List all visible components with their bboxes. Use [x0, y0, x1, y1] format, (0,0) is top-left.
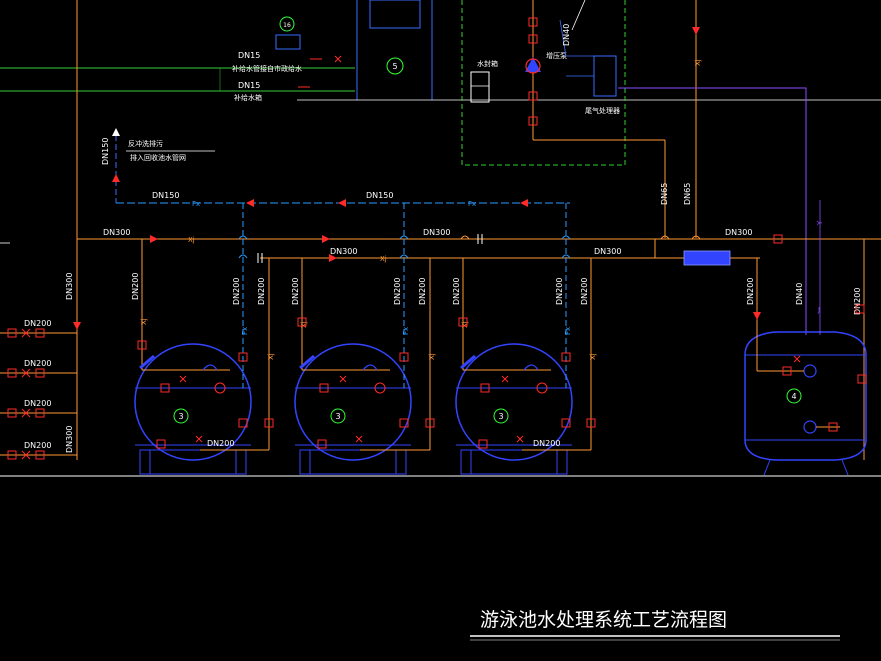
drawing-title: 游泳池水处理系统工艺流程图 [480, 609, 727, 631]
label-dn300-vertical-lower: DN300 [65, 426, 74, 453]
note-makeup-a: 补给水管接自市政给水 [232, 64, 302, 73]
label-dn200-tank-b: DN200 [853, 288, 862, 315]
equipment-16: 16 [275, 16, 301, 50]
note-backwash-drain: 反冲洗排污 [128, 139, 163, 148]
balloon-tank: 4 [791, 392, 796, 401]
label-dn200-left-3: DN200 [24, 399, 51, 408]
label-dn300-right-lower: DN300 [594, 247, 621, 256]
pump-enclosure [461, 0, 626, 166]
backwash-riser: DN150 反冲洗排污 排入回收池水管网 DN150 DN150 Fx Fx [101, 128, 570, 208]
label-dn40-right: DN40 [795, 283, 804, 305]
code-fx-b: Fx [468, 200, 476, 208]
code-xj-f3-out: Xj [589, 353, 597, 360]
drawing-title-block: 游泳池水处理系统工艺流程图 [470, 609, 840, 641]
label-dn300-main-left: DN300 [103, 228, 130, 237]
right-riser: Xj DN65 DN65 [660, 0, 702, 238]
code-fx-f2: Fx [402, 327, 410, 335]
code-j-tank: J [817, 306, 820, 314]
filter-1: 3 DN200 DN200 DN200 DN200 Xj Fx Xj [131, 203, 275, 475]
filter-3: 3 DN200 DN200 DN200 DN200 Xj Fx Xj [452, 203, 597, 475]
note-water-seal: 水封箱 [477, 59, 498, 68]
label-dn200-left-2: DN200 [24, 359, 51, 368]
label-dn200-bottom-f1: DN200 [207, 439, 234, 448]
balloon-filter-1: 3 [178, 412, 183, 421]
label-dn200-f3-a: DN200 [452, 278, 461, 305]
label-dn200-f3-c: DN200 [580, 278, 589, 305]
code-fx-f1: Fx [241, 327, 249, 335]
code-xj-f1: Xj [140, 318, 148, 325]
balloon-equip16: 16 [283, 22, 291, 29]
code-xj-main-a: Xj [188, 236, 195, 244]
purple-line: DN40 [618, 87, 807, 335]
code-xj-main-b: Xj [380, 255, 387, 263]
note-ozone: 尾气处理器 [585, 106, 620, 115]
pump-icon [525, 57, 541, 72]
label-dn200-tank-a: DN200 [746, 278, 755, 305]
makeup-lines: DN15 补给水管接自市政给水 DN15 补给水箱 [0, 51, 355, 102]
label-dn200-f3-b: DN200 [555, 278, 564, 305]
equipment-5: 5 [356, 0, 433, 100]
label-dn200-f2-c: DN200 [418, 278, 427, 305]
balloon-filter-2: 3 [335, 412, 340, 421]
ozone-device: DN40 尾气处理器 [559, 0, 620, 115]
code-fx-a: Fx [192, 200, 200, 208]
label-dn200-f1-b: DN200 [232, 278, 241, 305]
code-xj-f2-out: Xj [428, 353, 436, 360]
label-dn150-mid: DN150 [152, 191, 179, 200]
label-dn65-a: DN65 [660, 183, 669, 205]
label-dn200-left-1: DN200 [24, 319, 51, 328]
label-dn300-vertical: DN300 [65, 273, 74, 300]
balloon-filter-3: 3 [498, 412, 503, 421]
label-dn200-f2-a: DN200 [291, 278, 300, 305]
code-fx-f3: Fx [564, 327, 572, 335]
label-dn300-right: DN300 [725, 228, 752, 237]
label-dn150-riser: DN150 [101, 138, 110, 165]
note-backwash-pool: 排入回收池水管网 [130, 153, 186, 162]
water-seal: 水封箱 [470, 59, 498, 103]
label-dn15-a: DN15 [238, 51, 260, 60]
label-dn200-f1-c: DN200 [257, 278, 266, 305]
label-dn200-bottom-f3: DN200 [533, 439, 560, 448]
left-inlet-branches: DN300 DN300 DN200 DN200 DN200 DN200 [0, 273, 81, 460]
booster-pump-line: 增压泵 [525, 0, 666, 238]
label-dn200-f1-a: DN200 [131, 273, 140, 300]
label-dn300-mid: DN300 [330, 247, 357, 256]
label-dn40-top: DN40 [562, 24, 571, 46]
label-dn300-center: DN300 [423, 228, 450, 237]
heat-exchanger [683, 250, 731, 266]
balloon-equip5: 5 [392, 62, 397, 71]
label-dn200-left-4: DN200 [24, 441, 51, 450]
label-dn15-b: DN15 [238, 81, 260, 90]
code-xj-f1-out: Xj [267, 353, 275, 360]
code-xj-right: Xj [694, 59, 702, 66]
main-headers: DN300 DN300 DN300 DN300 DN300 Xj Xj [77, 228, 881, 460]
code-xj-f2: Xj [300, 321, 308, 328]
note-booster-pump: 增压泵 [546, 51, 567, 60]
label-dn65-b: DN65 [683, 183, 692, 205]
code-xj-f3: Xj [461, 321, 469, 328]
filter-2: 3 DN200 DN200 DN200 Xj Fx Xj [291, 203, 436, 475]
tank-4: 4 DN200 DN200 J Y [744, 200, 867, 476]
label-dn150-upper: DN150 [366, 191, 393, 200]
label-dn200-f2-b: DN200 [393, 278, 402, 305]
note-makeup-b: 补给水箱 [234, 93, 262, 102]
